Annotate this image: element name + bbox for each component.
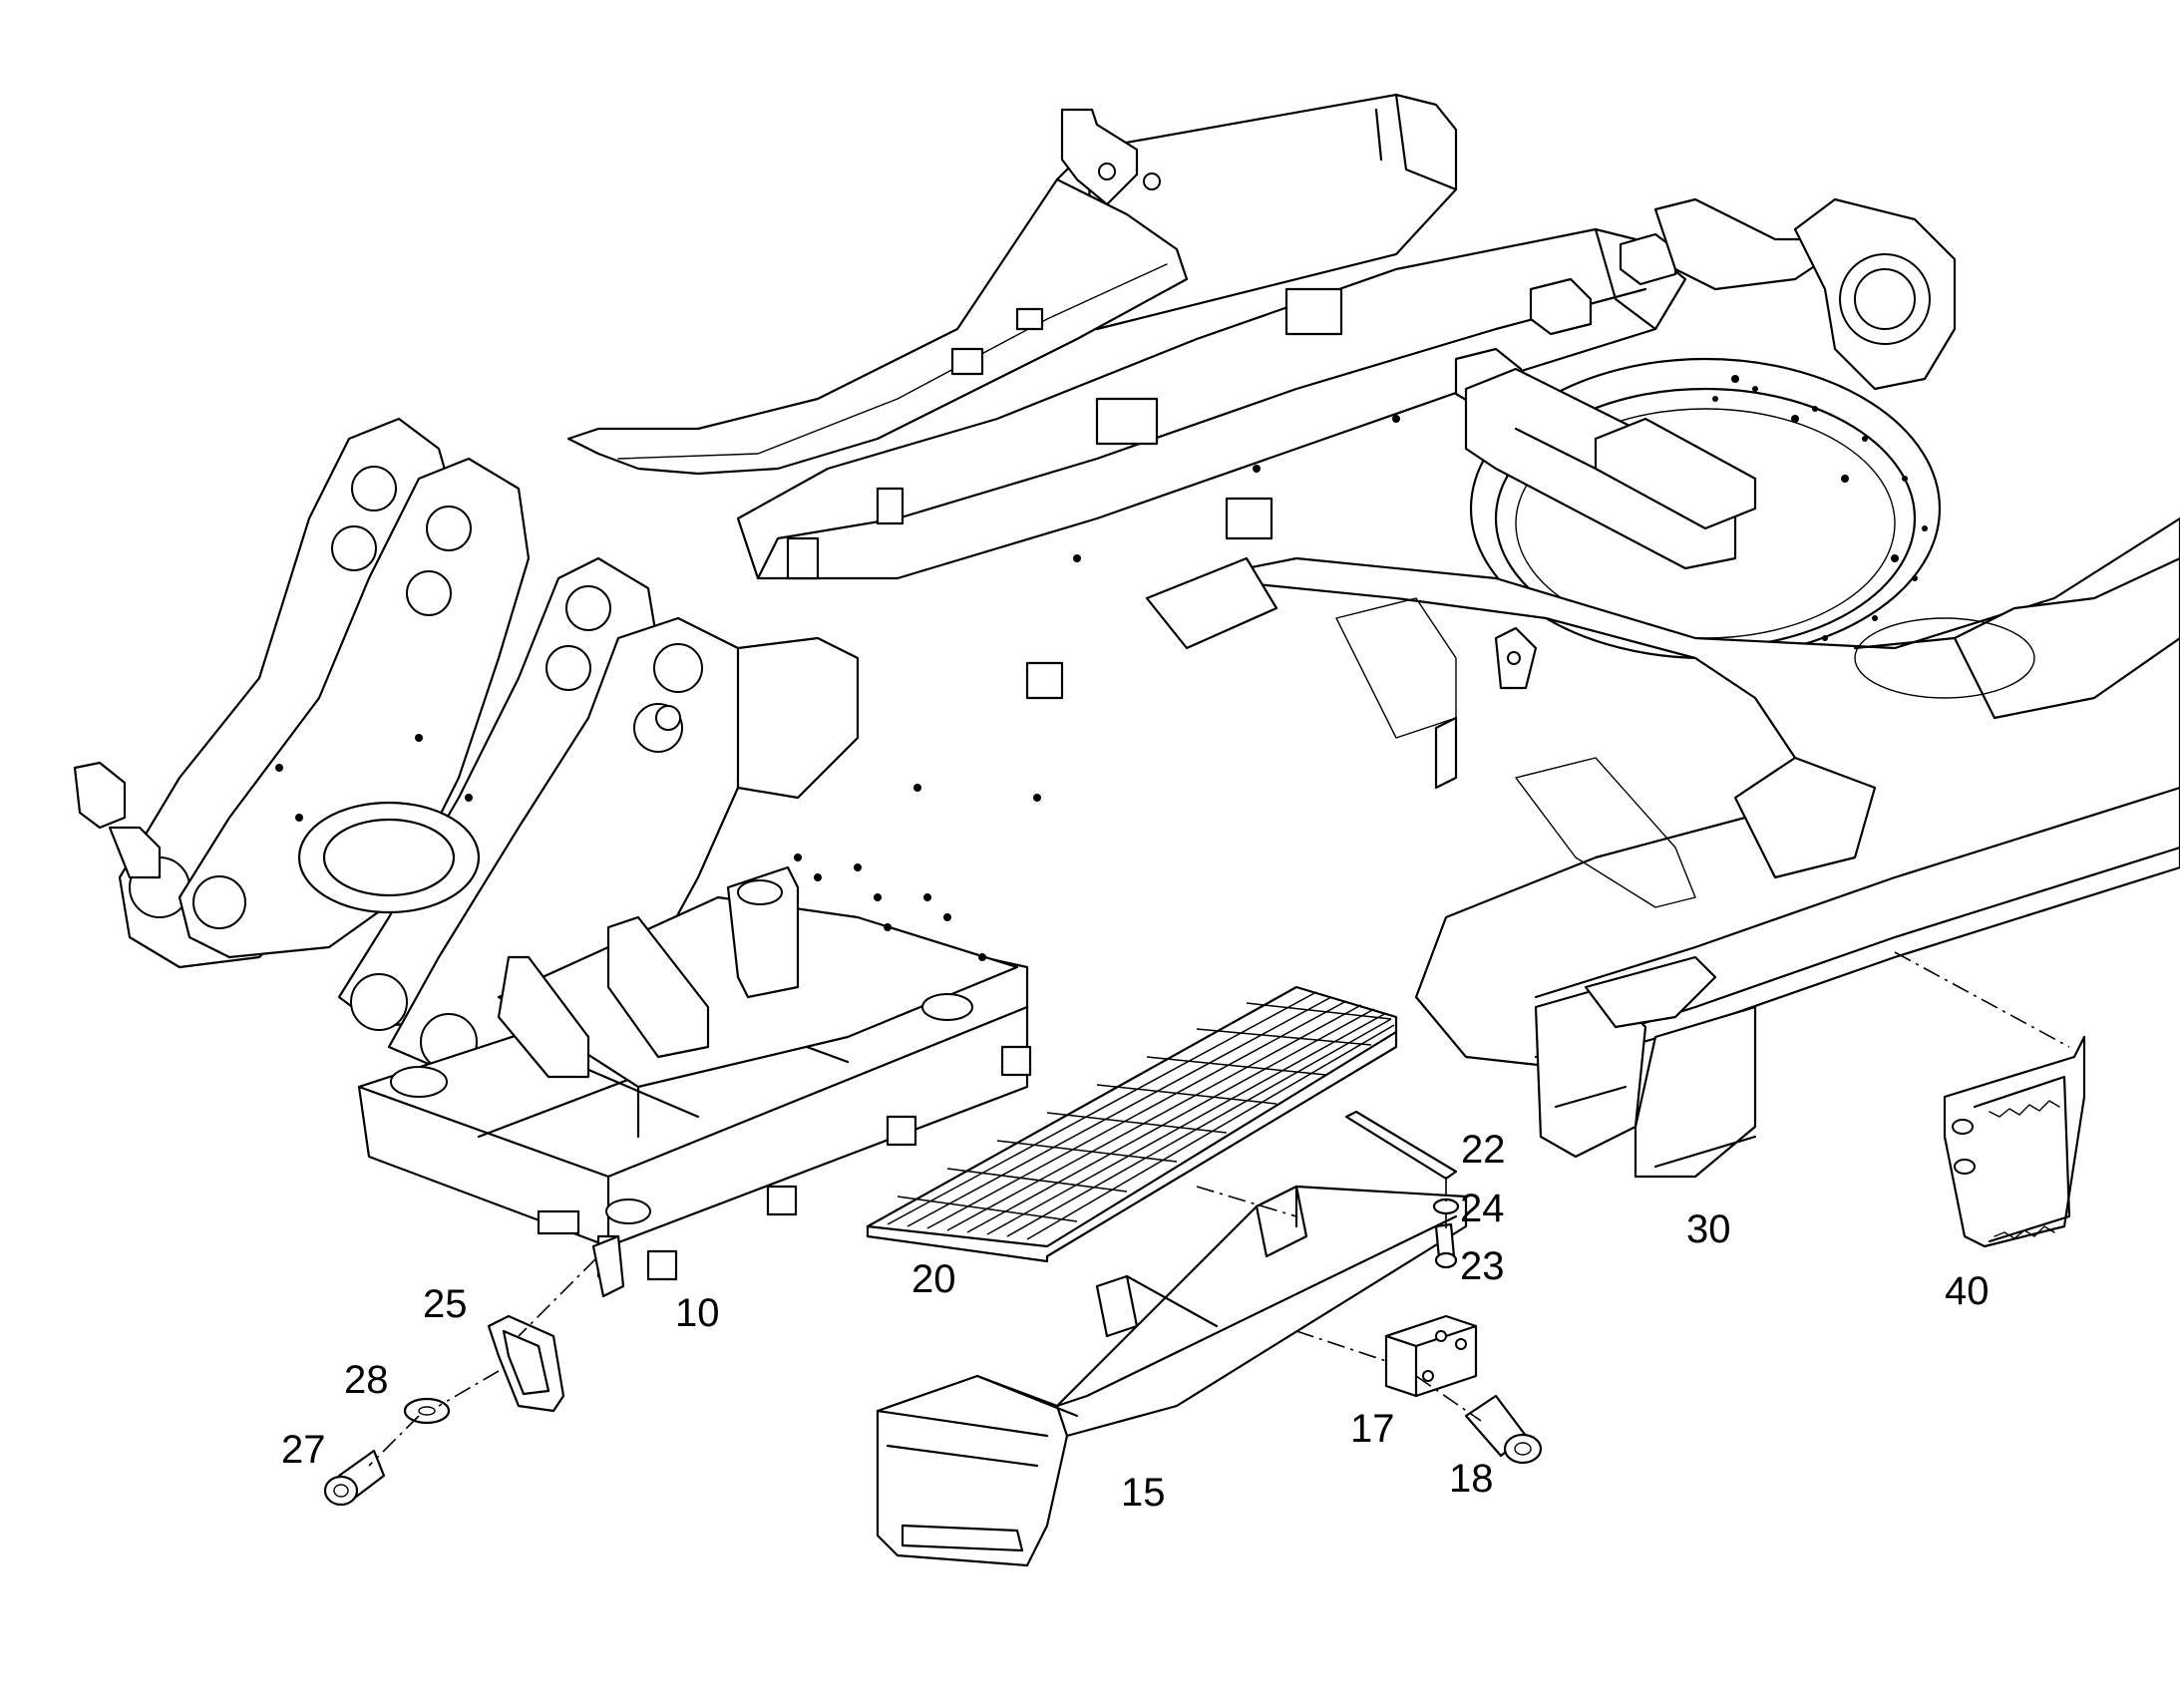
boom-foot-towers [73, 417, 860, 1079]
callout-18: 18 [1449, 1457, 1494, 1501]
callout-17: 17 [1350, 1407, 1395, 1451]
callout-15: 15 [1121, 1471, 1166, 1515]
grating [866, 985, 1398, 1263]
step-bracket [876, 1185, 1468, 1567]
cap-screw-18 [1464, 1394, 1543, 1465]
assembly-lines [368, 951, 2070, 1467]
callout-25: 25 [423, 1282, 468, 1326]
cover-plate [1943, 1035, 2086, 1248]
callout-labels: 10 15 17 18 20 22 23 24 25 27 28 30 40 [281, 1128, 1990, 1515]
callout-27: 27 [281, 1428, 326, 1472]
callout-24: 24 [1460, 1187, 1505, 1230]
frame-bolt-holes [275, 375, 1928, 961]
washer-28 [403, 1397, 451, 1425]
mounting-block [1384, 1314, 1478, 1398]
callout-20: 20 [911, 1257, 956, 1301]
callout-28: 28 [344, 1358, 389, 1402]
callout-40: 40 [1945, 1269, 1990, 1313]
callout-23: 23 [1460, 1244, 1505, 1288]
cap-screw-27 [323, 1449, 386, 1507]
callout-30: 30 [1686, 1207, 1731, 1251]
handle-loop [487, 1314, 565, 1413]
main-frame [566, 93, 2180, 1179]
front-crossbeam [357, 865, 1032, 1298]
callout-22: 22 [1461, 1128, 1506, 1172]
callout-10: 10 [675, 1291, 720, 1335]
